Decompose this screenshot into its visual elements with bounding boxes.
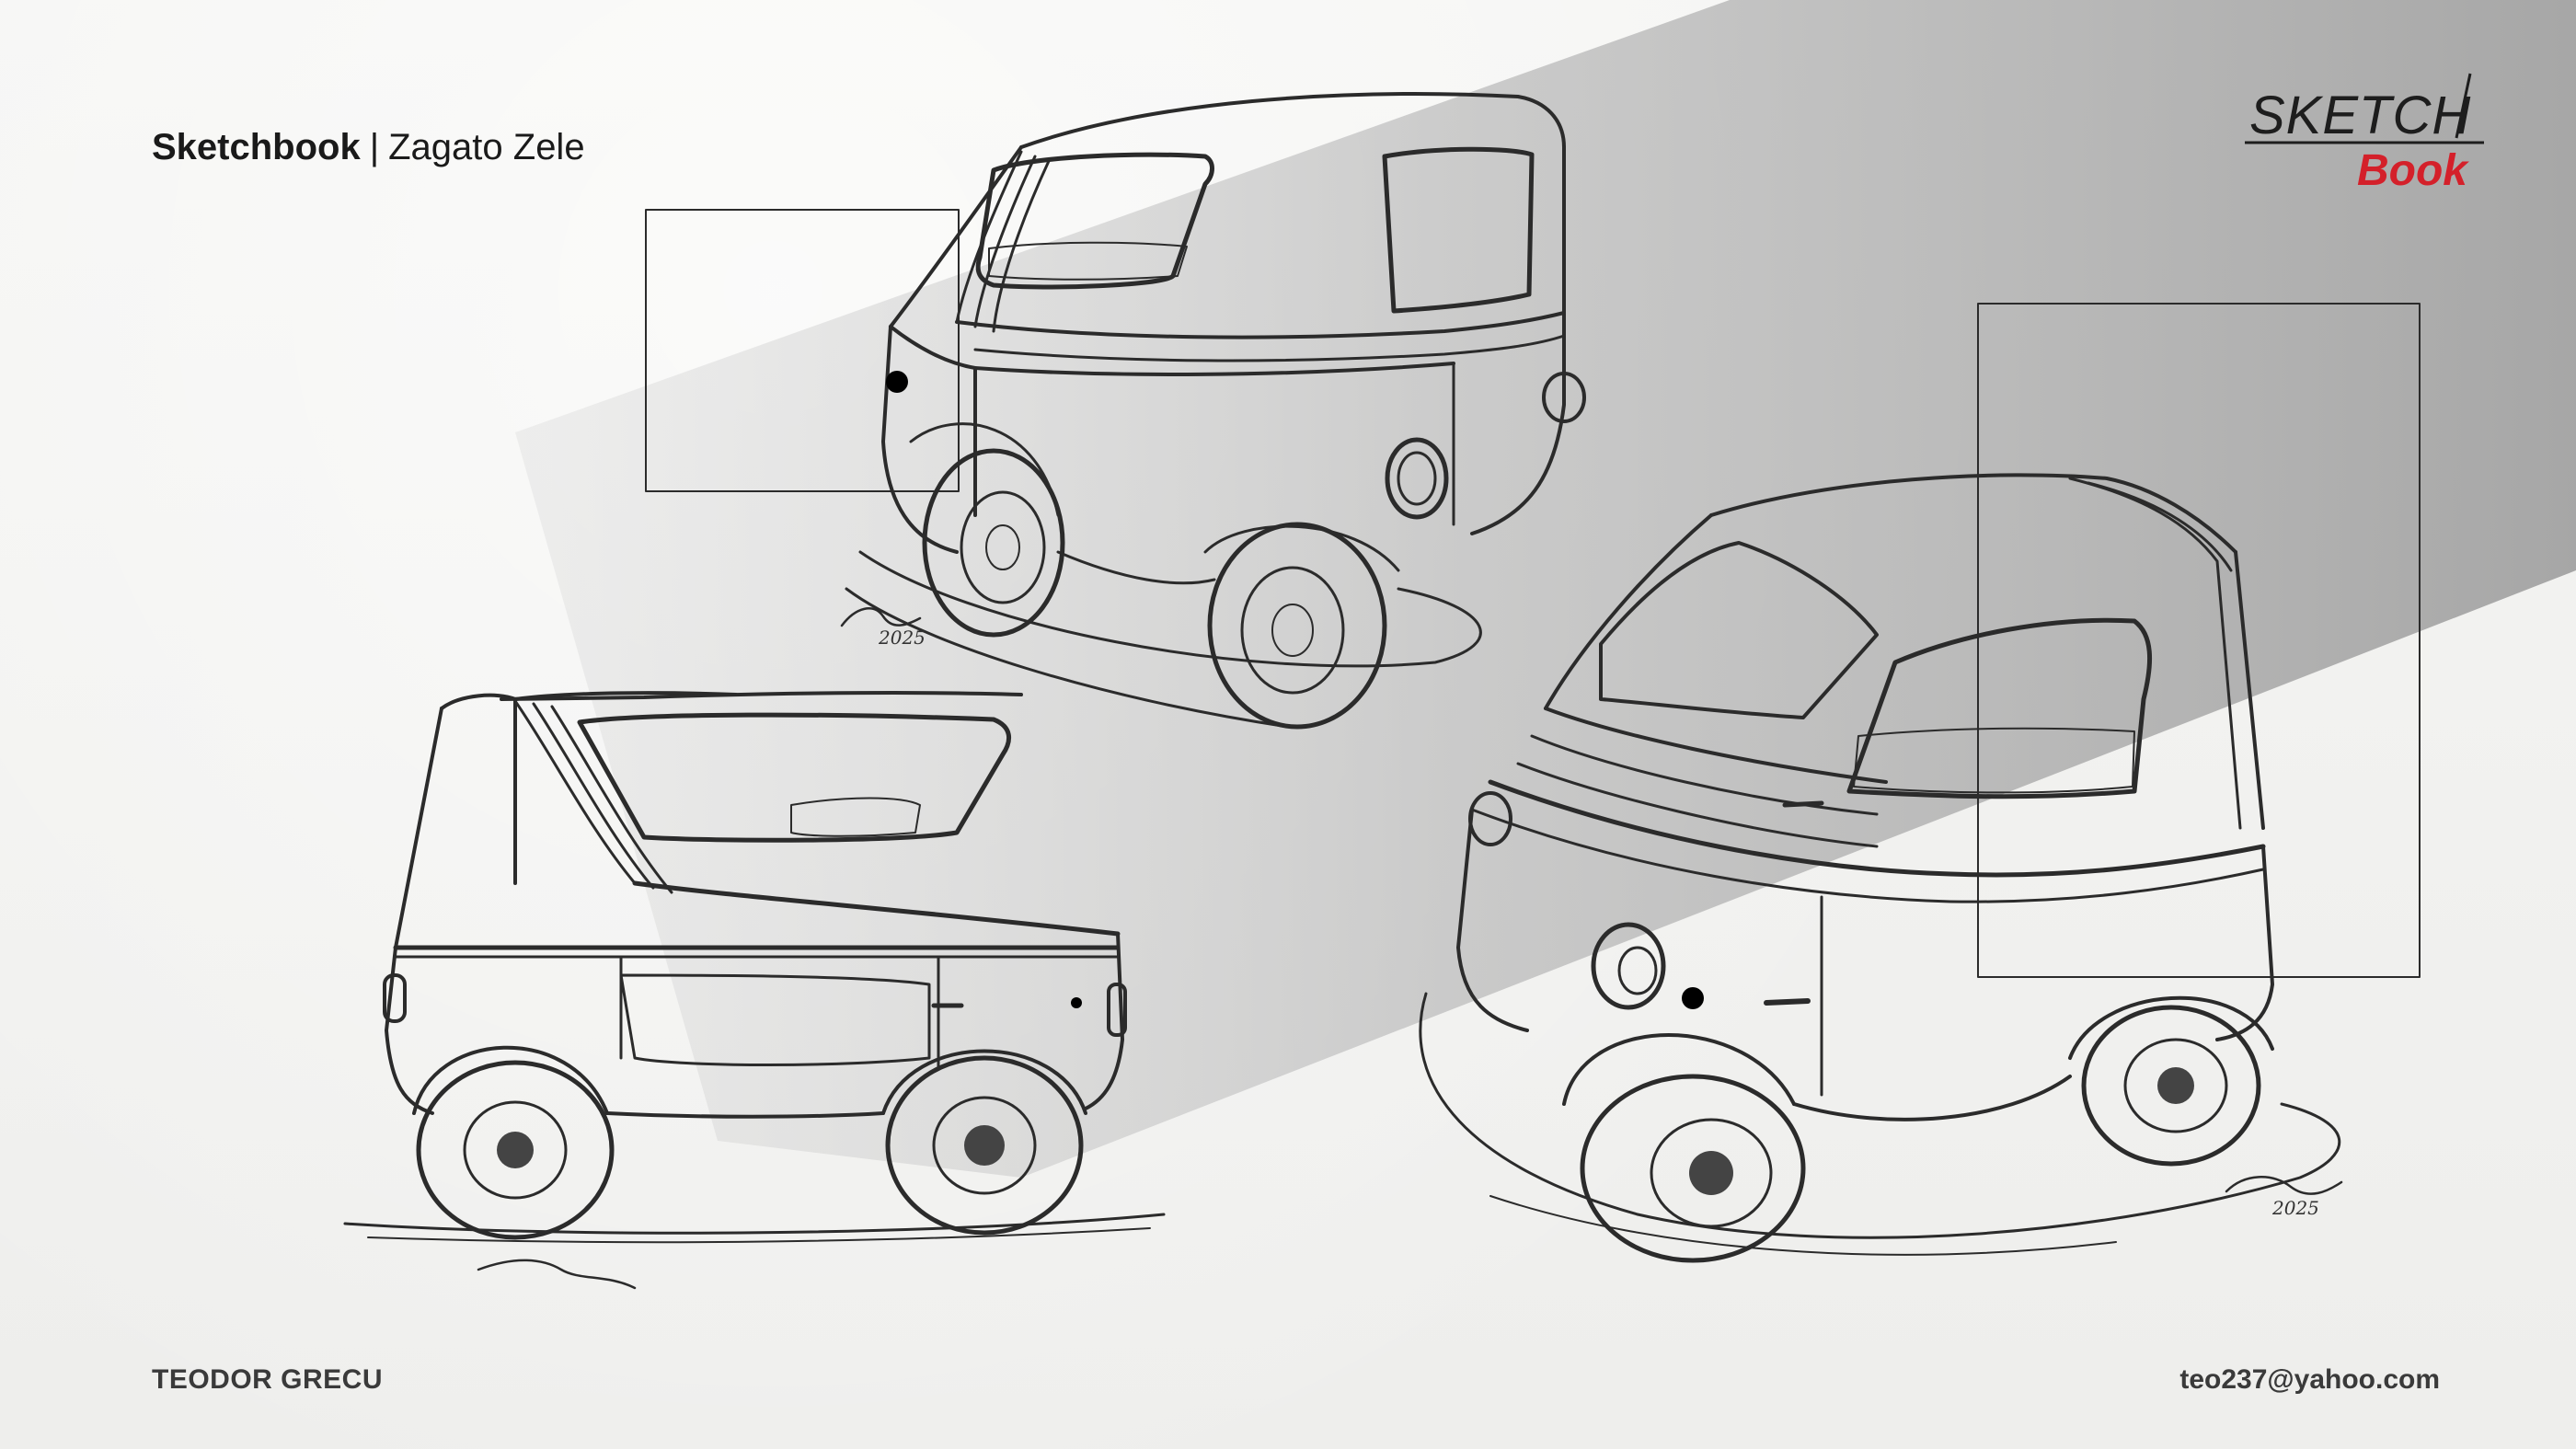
sketchbook-logo: SKETCH Book — [2236, 64, 2512, 212]
title-separator: | — [369, 127, 380, 167]
logo-swoosh-icon — [2245, 73, 2484, 144]
logo-book-text: Book — [2357, 146, 2467, 195]
page-title: Sketchbook|Zagato Zele — [152, 127, 585, 168]
title-bold: Sketchbook — [152, 127, 361, 167]
signature-year-top: 2025 — [878, 627, 926, 649]
author-email: teo237@yahoo.com — [2179, 1364, 2440, 1395]
title-subject: Zagato Zele — [388, 127, 585, 167]
logo-sketch-text: SKETCH — [2249, 86, 2472, 145]
signature-year-right: 2025 — [2271, 1197, 2319, 1219]
author-name: TEODOR GRECU — [152, 1364, 384, 1395]
